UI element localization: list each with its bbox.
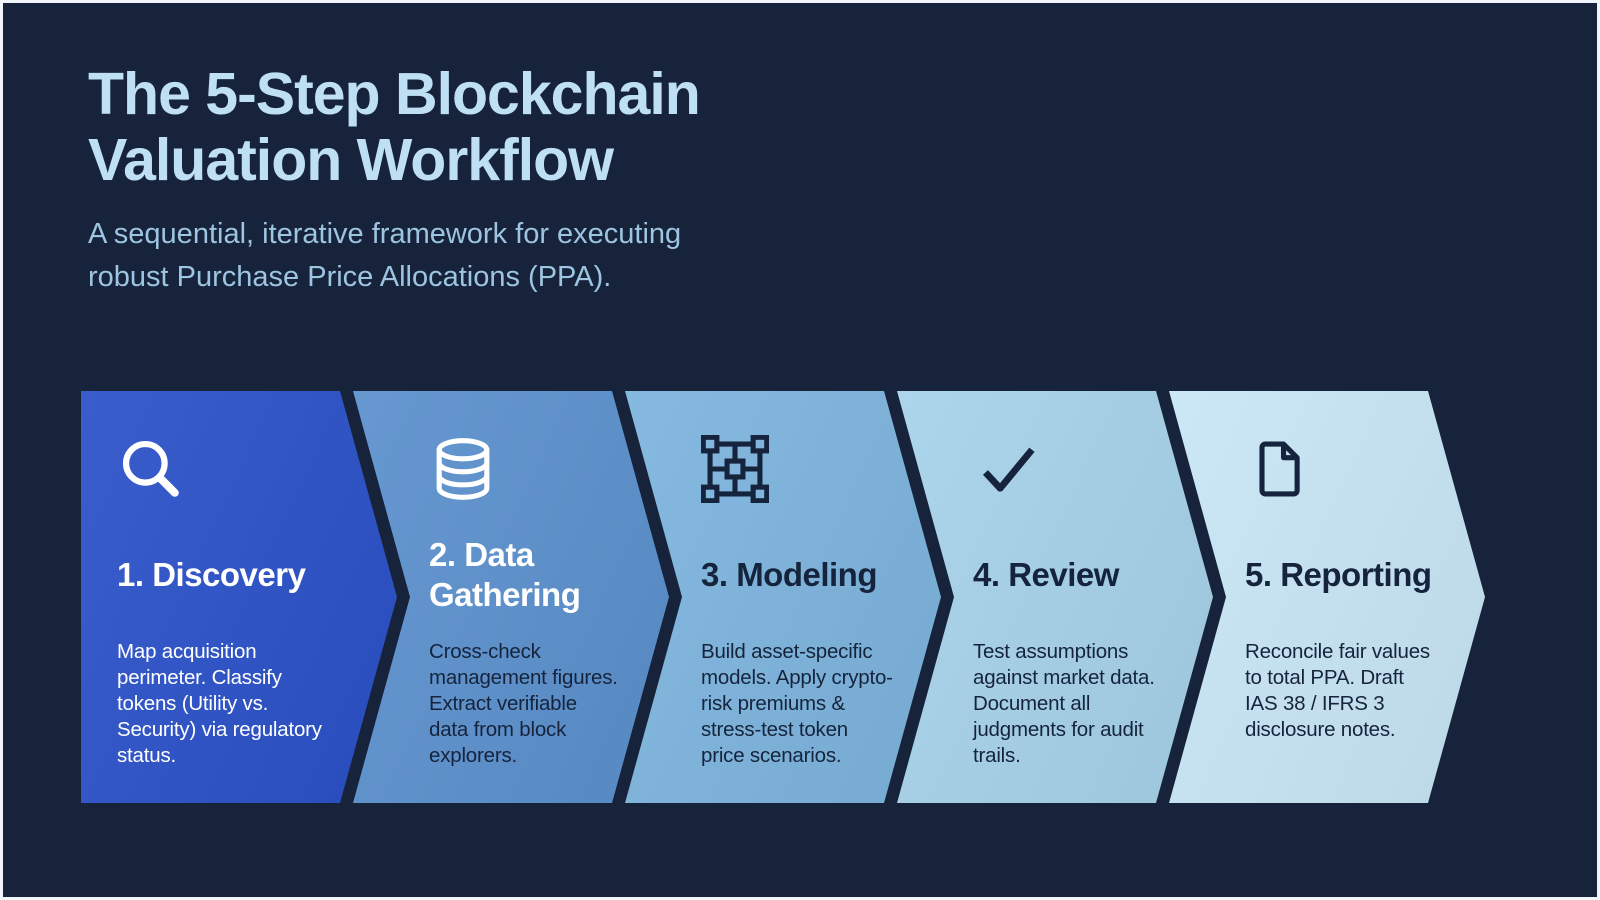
step-title: 1. Discovery xyxy=(117,556,306,593)
page-subtitle: A sequential, iterative framework for ex… xyxy=(88,218,682,293)
step-3-modeling: 3. Modeling Build asset-specific models.… xyxy=(625,391,941,803)
search-icon xyxy=(117,435,185,503)
page-title: The 5-Step Blockchain Valuation Workflow xyxy=(88,61,701,193)
step-description: Build asset-specific models. Apply crypt… xyxy=(701,640,893,767)
step-description: Test assumptions against market data. Do… xyxy=(973,640,1155,767)
step-title: 4. Review xyxy=(973,556,1119,593)
step-title: 3. Modeling xyxy=(701,556,878,593)
step-4-review: 4. Review Test assumptions against marke… xyxy=(897,391,1213,803)
checkmark-icon xyxy=(973,435,1041,503)
step-title: 2. Data Gathering xyxy=(429,536,581,613)
step-2-data-gathering: 2. Data Gathering Cross-check management… xyxy=(353,391,669,803)
header: The 5-Step Blockchain Valuation Workflow… xyxy=(88,61,701,299)
model-grid-icon xyxy=(701,435,769,503)
step-1-discovery: 1. Discovery Map acquisition perimeter. … xyxy=(81,391,397,803)
step-5-reporting: 5. Reporting Reconcile fair values to to… xyxy=(1169,391,1485,803)
database-icon xyxy=(429,435,497,503)
document-icon xyxy=(1245,435,1313,503)
step-title: 5. Reporting xyxy=(1245,556,1432,593)
workflow-chevron-band: 1. Discovery Map acquisition perimeter. … xyxy=(3,391,1600,803)
step-description: Cross-check management figures. Extract … xyxy=(429,640,618,767)
step-description: Map acquisition perimeter. Classify toke… xyxy=(117,640,322,767)
step-description: Reconcile fair values to total PPA. Draf… xyxy=(1245,640,1430,741)
